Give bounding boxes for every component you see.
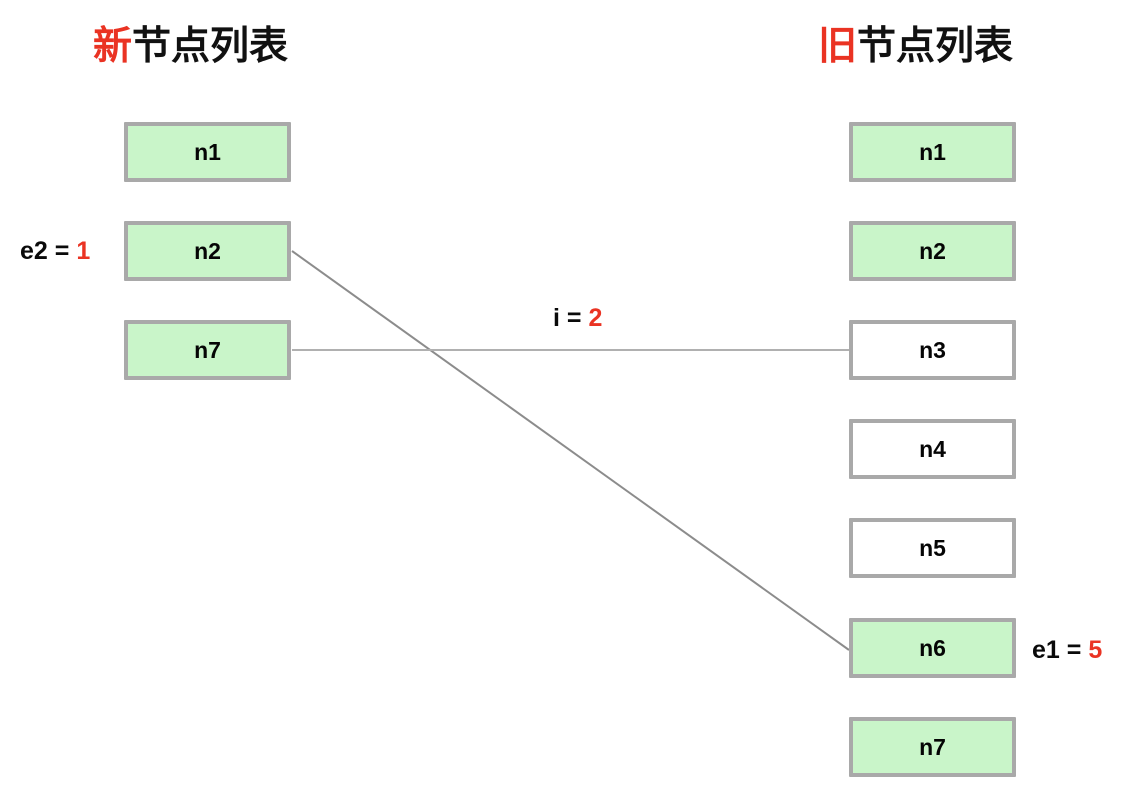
new-node-n7[interactable]: n7 <box>124 320 291 380</box>
new-node-list-title-accent: 新 <box>93 25 133 68</box>
old-node-n5[interactable]: n5 <box>849 518 1016 578</box>
old-node-n2[interactable]: n2 <box>849 221 1016 281</box>
old-node-n4[interactable]: n4 <box>849 419 1016 479</box>
old-node-n5-label: n5 <box>919 534 946 561</box>
annotation-i: i = 2 <box>553 306 602 331</box>
old-node-list-title-rest: 节点列表 <box>857 25 1014 68</box>
new-node-n2-label: n2 <box>194 237 221 264</box>
old-node-n2-label: n2 <box>919 237 946 264</box>
old-node-n4-label: n4 <box>919 435 946 462</box>
new-node-list-title-rest: 节点列表 <box>132 25 289 68</box>
old-node-n7[interactable]: n7 <box>849 717 1016 777</box>
annotation-e2: e2 = 1 <box>20 239 90 264</box>
old-node-n3[interactable]: n3 <box>849 320 1016 380</box>
old-node-n6[interactable]: n6 <box>849 618 1016 678</box>
annotation-e1-equals: = <box>1066 636 1082 664</box>
old-node-n1-label: n1 <box>919 138 946 165</box>
new-node-list-title: 新节点列表 <box>93 27 288 66</box>
new-node-n2[interactable]: n2 <box>124 221 291 281</box>
new-node-n1[interactable]: n1 <box>124 122 291 182</box>
annotation-e2-equals: = <box>54 237 70 265</box>
new-node-n1-label: n1 <box>194 138 221 165</box>
old-node-n1[interactable]: n1 <box>849 122 1016 182</box>
new-node-n7-label: n7 <box>194 336 221 363</box>
annotation-e1-value: 5 <box>1088 636 1103 664</box>
annotation-i-value: 2 <box>588 304 603 332</box>
old-node-n7-label: n7 <box>919 733 946 760</box>
old-node-list-title: 旧节点列表 <box>818 27 1013 66</box>
old-node-n6-label: n6 <box>919 634 946 661</box>
annotation-e2-name: e2 <box>20 237 48 265</box>
annotation-i-equals: = <box>566 304 582 332</box>
old-node-n3-label: n3 <box>919 336 946 363</box>
old-node-list-title-accent: 旧 <box>818 25 858 68</box>
annotation-i-name: i <box>553 304 560 332</box>
annotation-e1: e1 = 5 <box>1032 638 1102 663</box>
annotation-e2-value: 1 <box>76 237 91 265</box>
annotation-e1-name: e1 <box>1032 636 1060 664</box>
